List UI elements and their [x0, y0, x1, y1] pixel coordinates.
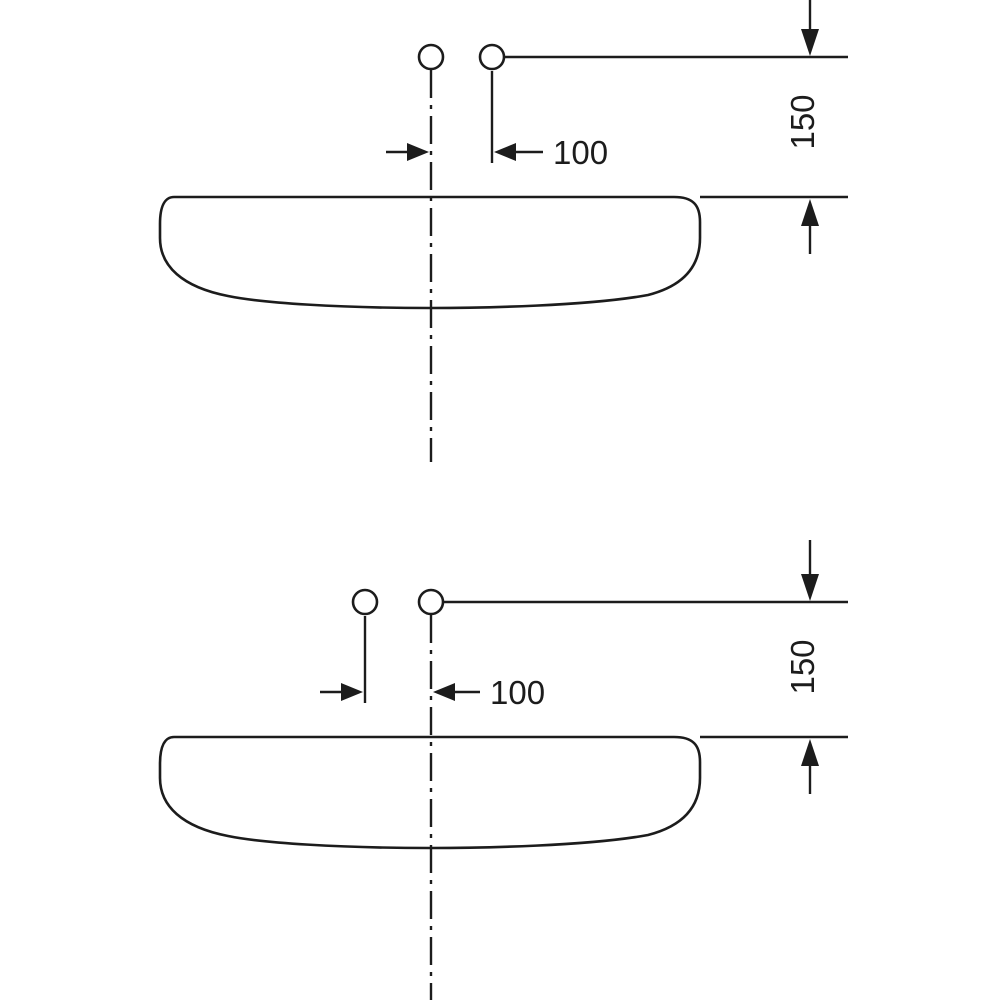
- arrow-left-icon: [433, 683, 455, 701]
- tap-hole-center: [417, 43, 445, 71]
- arrow-down-icon: [801, 29, 819, 56]
- arrow-left-icon: [494, 143, 516, 161]
- dimension-label-100: 100: [553, 134, 608, 171]
- dimension-label-100: 100: [490, 674, 545, 711]
- tap-hole-offset: [478, 43, 506, 71]
- tap-hole-offset: [351, 588, 379, 616]
- dimension-label-150: 150: [784, 94, 821, 149]
- arrow-right-icon: [407, 143, 429, 161]
- figure-top-installation-view: 150 100: [158, 0, 848, 462]
- arrow-up-icon: [801, 739, 819, 766]
- arrow-down-icon: [801, 574, 819, 601]
- figure-bottom-installation-view: 150 100: [158, 540, 848, 1000]
- basin-outline: [158, 735, 702, 850]
- tap-hole-center: [417, 588, 445, 616]
- basin-outline: [158, 195, 702, 310]
- arrow-up-icon: [801, 199, 819, 226]
- dimension-label-150: 150: [784, 639, 821, 694]
- arrow-right-icon: [341, 683, 363, 701]
